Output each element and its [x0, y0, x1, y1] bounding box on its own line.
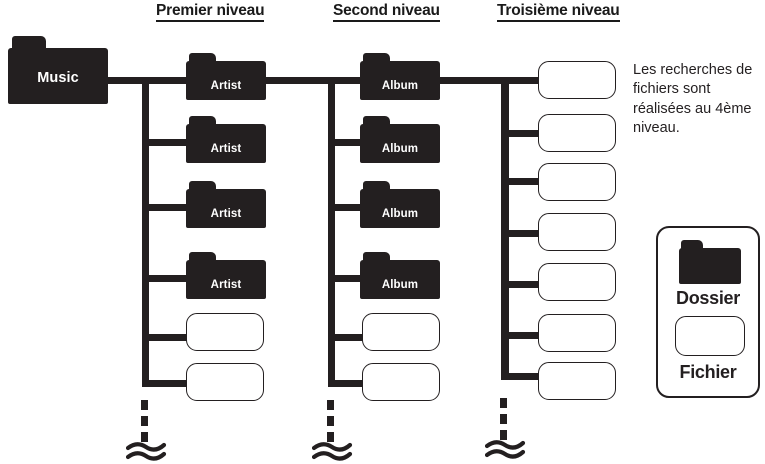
folder-body-icon	[186, 61, 266, 100]
file-node-level3-1[interactable]	[538, 61, 616, 99]
column-header-troisieme-niveau: Troisième niveau	[497, 2, 620, 23]
branch-level1-4	[142, 275, 190, 282]
continuation-dot	[141, 432, 148, 442]
branch-level2-5	[328, 334, 376, 341]
branch-level2-3	[328, 204, 376, 211]
folder-label: Artist	[210, 143, 242, 156]
folder-album-3[interactable]: Album	[360, 181, 440, 228]
folder-body-icon	[186, 124, 266, 163]
file-node-level1-6[interactable]	[186, 363, 264, 401]
connector-level2-to-level3	[436, 77, 508, 84]
root-folder-label: Music	[37, 70, 79, 87]
wavy-break-icon	[485, 440, 526, 459]
branch-level1-3	[142, 204, 190, 211]
folder-artist-4[interactable]: Artist	[186, 252, 266, 299]
folder-album-4[interactable]: Album	[360, 252, 440, 299]
folder-body-icon	[360, 189, 440, 228]
branch-level2-2	[328, 139, 376, 146]
legend-label-dossier: Dossier	[676, 288, 740, 308]
folder-label: Album	[381, 143, 419, 156]
branch-level3-5	[501, 281, 545, 288]
file-node-level3-3[interactable]	[538, 163, 616, 201]
folder-body-icon	[679, 247, 741, 284]
continuation-dot	[141, 416, 148, 426]
folder-label: Artist	[210, 208, 242, 221]
connector-level1-to-level2	[262, 77, 332, 84]
folder-body-icon	[360, 124, 440, 163]
folder-label: Album	[381, 208, 419, 221]
branch-level1-6	[142, 380, 190, 387]
wavy-break-icon	[312, 442, 353, 461]
branch-level3-4	[501, 230, 545, 237]
file-node-level3-7[interactable]	[538, 362, 616, 400]
folder-body-icon	[186, 260, 266, 299]
folder-label: Artist	[210, 279, 242, 292]
folder-body-icon	[360, 260, 440, 299]
branch-level1-5	[142, 334, 190, 341]
branch-level3-1	[501, 77, 545, 84]
file-node-level2-6[interactable]	[362, 363, 440, 401]
branch-level1-2	[142, 139, 190, 146]
bus-level1	[142, 77, 149, 387]
file-node-level3-5[interactable]	[538, 263, 616, 301]
folder-body-icon	[186, 189, 266, 228]
root-folder-music[interactable]: Music	[8, 36, 108, 104]
folder-body-icon	[360, 61, 440, 100]
folder-artist-3[interactable]: Artist	[186, 181, 266, 228]
bus-level3	[501, 77, 509, 380]
bus-level2	[328, 77, 335, 387]
folder-tab-icon	[681, 240, 703, 252]
legend-panel: Dossier Fichier	[656, 226, 760, 398]
continuation-dot	[500, 430, 507, 440]
branch-level2-4	[328, 275, 376, 282]
folder-artist-1[interactable]: Artist	[186, 53, 266, 100]
branch-level2-1	[328, 77, 376, 84]
folder-album-2[interactable]: Album	[360, 116, 440, 163]
continuation-dot	[327, 432, 334, 442]
continuation-dot	[141, 400, 148, 410]
branch-level3-7	[501, 373, 545, 380]
wavy-break-icon	[126, 442, 167, 461]
folder-artist-2[interactable]: Artist	[186, 116, 266, 163]
continuation-dot	[327, 400, 334, 410]
folder-body-icon	[8, 48, 108, 104]
branch-level2-6	[328, 380, 376, 387]
note-text: Les recherches de fichiers sont réalisée…	[633, 62, 753, 136]
legend-folder-icon	[679, 240, 741, 284]
file-node-level1-5[interactable]	[186, 313, 264, 351]
folder-label: Album	[381, 279, 419, 292]
legend-label-fichier: Fichier	[679, 362, 737, 382]
legend-file-icon	[675, 316, 745, 356]
file-node-level3-6[interactable]	[538, 314, 616, 352]
folder-label: Album	[381, 80, 419, 93]
file-node-level3-2[interactable]	[538, 114, 616, 152]
file-node-level3-4[interactable]	[538, 213, 616, 251]
continuation-dot	[327, 416, 334, 426]
branch-level3-3	[501, 178, 545, 185]
continuation-dot	[500, 398, 507, 408]
folder-album-1[interactable]: Album	[360, 53, 440, 100]
column-header-premier-niveau: Premier niveau	[156, 2, 265, 23]
folder-label: Artist	[210, 80, 242, 93]
branch-level1-1	[142, 77, 190, 84]
connector-root-to-level1	[104, 77, 148, 84]
column-header-second-niveau: Second niveau	[333, 2, 440, 23]
branch-level3-2	[501, 130, 545, 137]
branch-level3-6	[501, 332, 545, 339]
file-node-level2-5[interactable]	[362, 313, 440, 351]
continuation-dot	[500, 414, 507, 424]
